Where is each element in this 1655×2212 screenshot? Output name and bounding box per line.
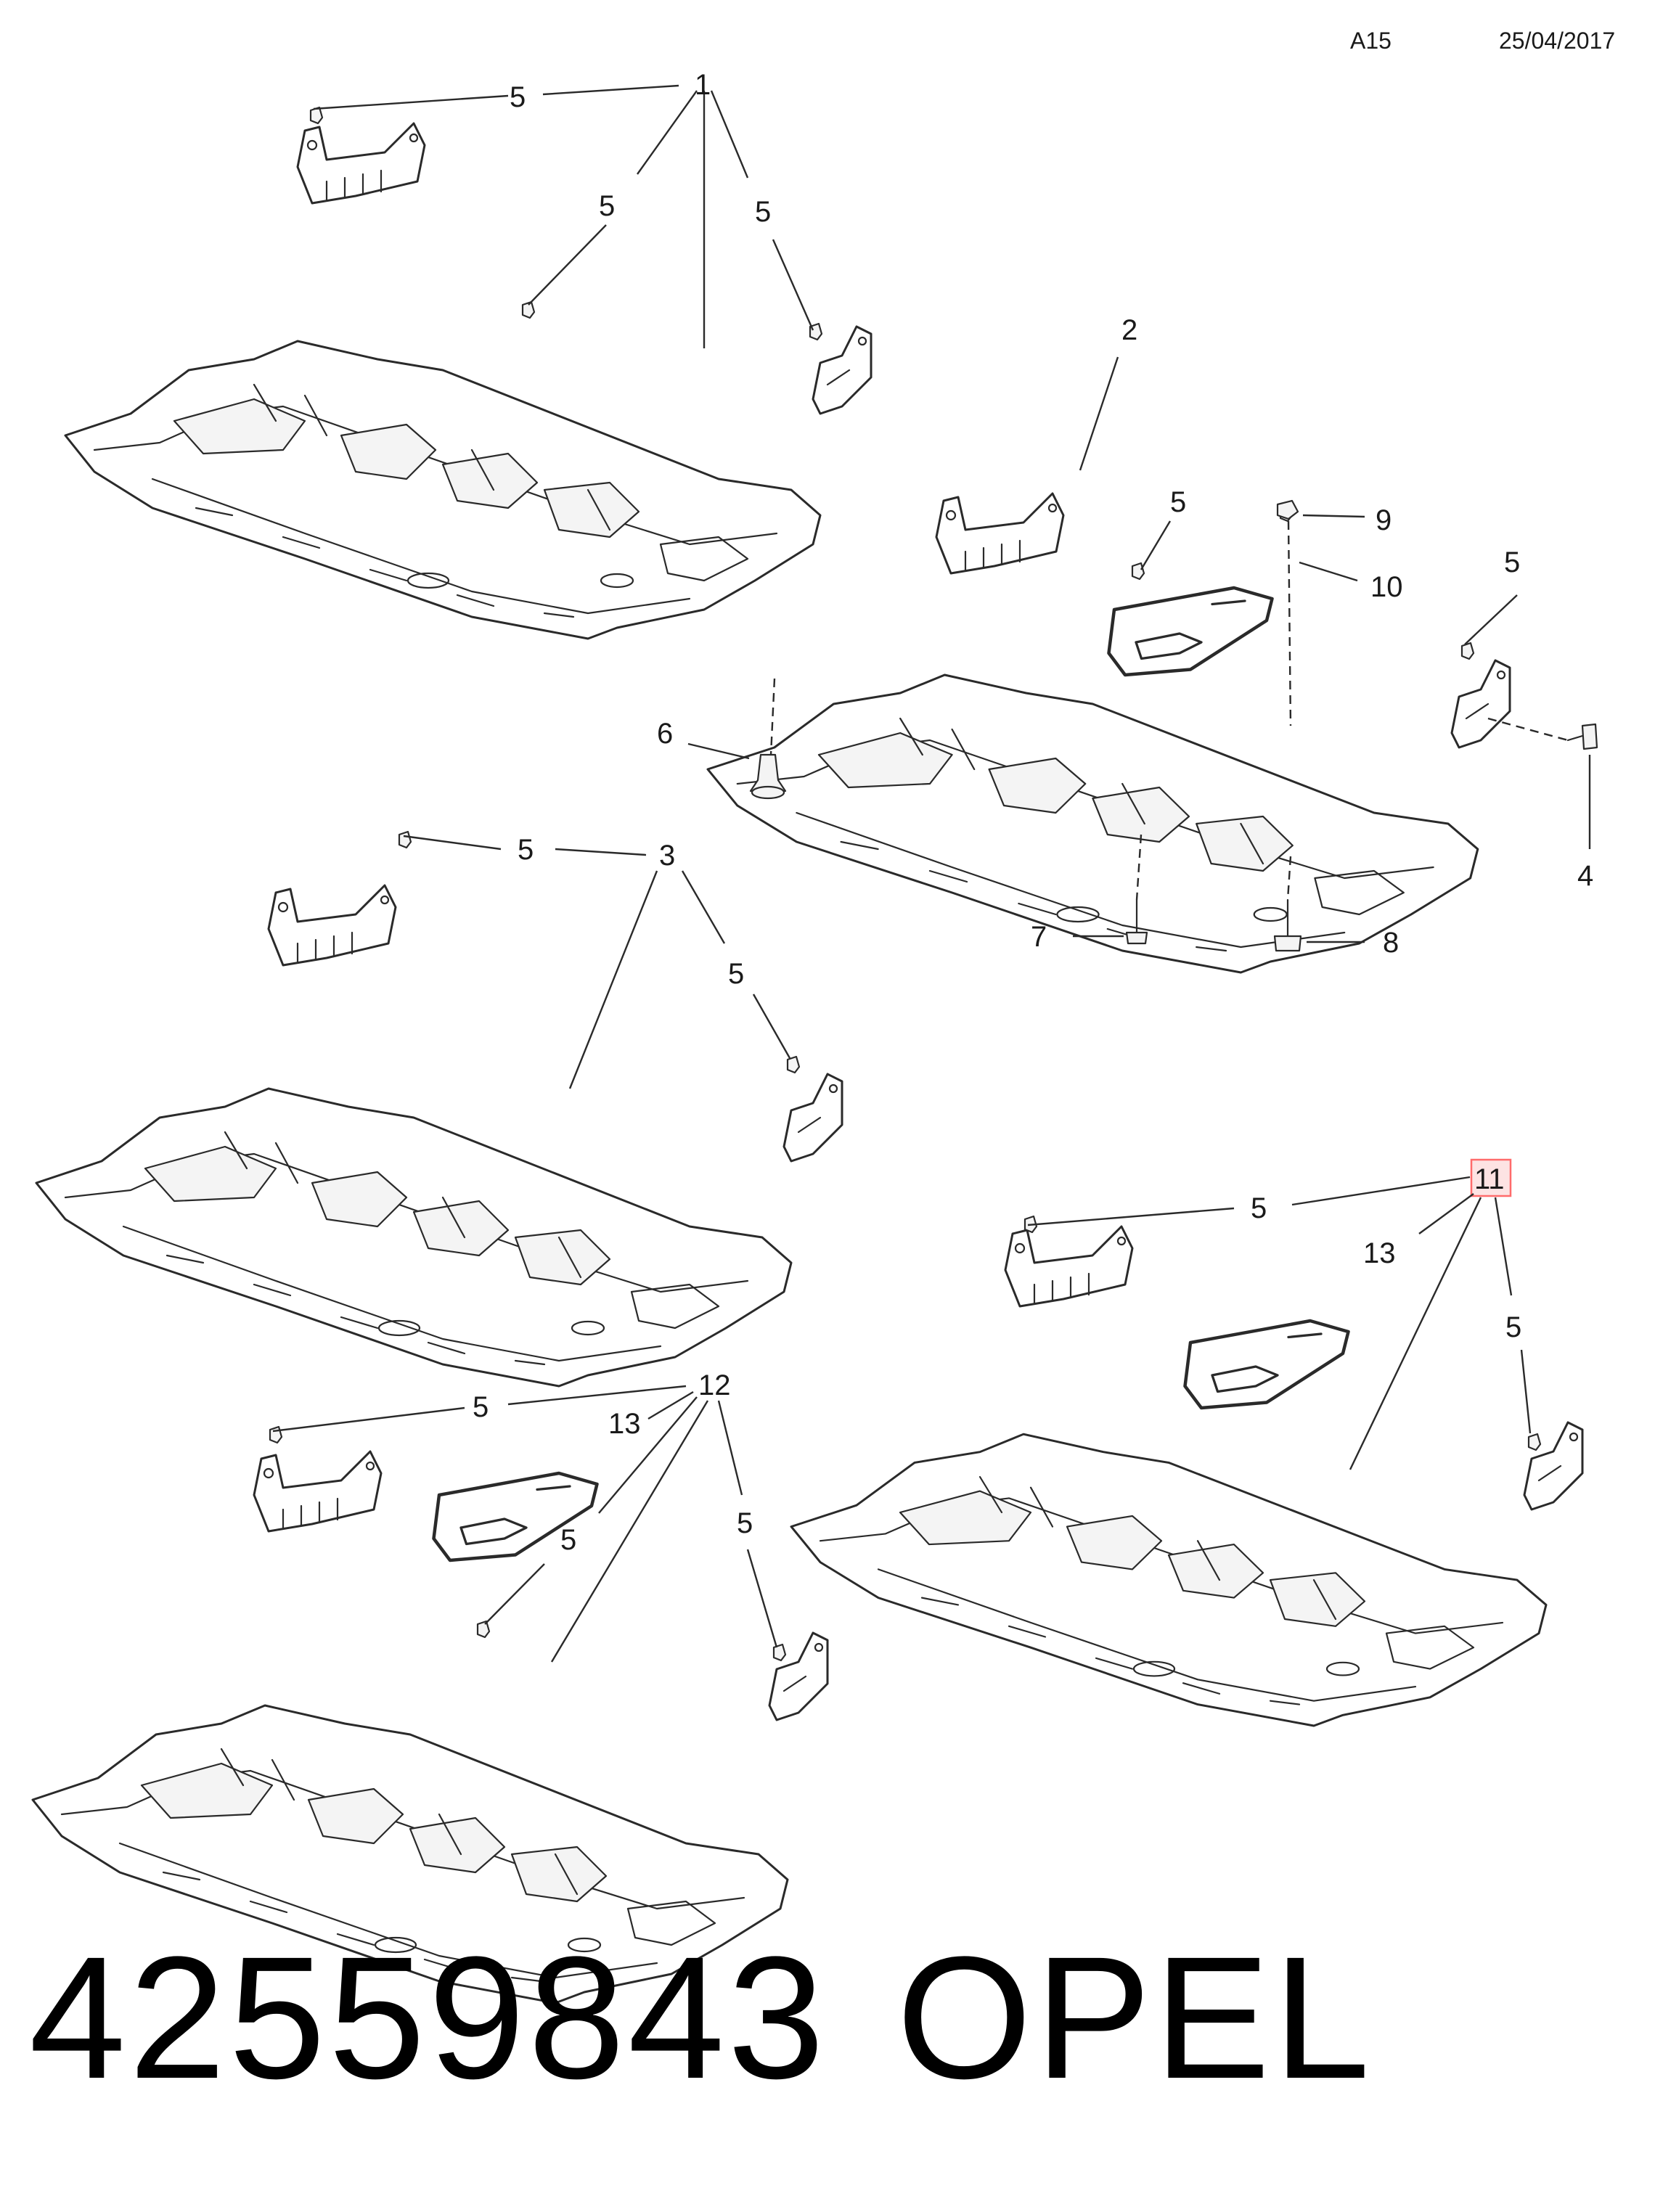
skid-plate-assembly-3 [35,830,843,1388]
callout-5: 5 [1505,1311,1521,1343]
nut-9 [1276,499,1299,520]
brand-name: OPEL [896,1920,1373,2115]
callout-5: 5 [1170,486,1186,518]
callout-5: 5 [510,81,526,113]
callout-7: 7 [1031,921,1047,953]
callout-9: 9 [1376,504,1392,536]
callout-11: 11 [1474,1163,1505,1195]
callout-5: 5 [518,834,534,866]
callout-12: 12 [698,1369,731,1401]
callout-5: 5 [473,1391,489,1423]
skid-plate-assembly-5 [31,1425,829,2004]
push-rivet-6 [749,753,787,800]
callout-13: 13 [608,1408,641,1440]
callout-5: 5 [560,1524,576,1556]
callout-2: 2 [1121,314,1137,346]
page-code: A15 [1350,28,1392,54]
callout-4: 4 [1577,860,1593,892]
callout-5: 5 [737,1507,753,1539]
callout-3: 3 [659,840,675,872]
callout-5: 5 [755,196,771,228]
callout-5: 5 [1251,1192,1267,1224]
skid-plate-assembly-2 [706,492,1511,974]
screw-4 [1566,723,1598,750]
callout-1: 1 [695,69,711,101]
bolt-7 [1125,898,1148,945]
bolt-8 [1273,898,1302,952]
callout-5: 5 [599,190,615,222]
highlight-box-11 [1470,1158,1512,1197]
callout-6: 6 [657,718,673,750]
callout-5: 5 [728,958,744,990]
callout-10: 10 [1370,571,1403,603]
skid-plate-assembly-4 [790,1215,1584,1727]
callout-labels: 5 1 5 5 2 5 9 10 5 6 4 7 8 5 3 5 11 5 13… [473,69,1593,1556]
skid-plate-assembly-1 [64,106,873,640]
part-number: 42559843 [29,1920,828,2115]
callout-13: 13 [1363,1237,1396,1269]
diagram-date: 25/04/2017 [1499,28,1616,54]
callout-5: 5 [1504,546,1520,578]
callout-8: 8 [1383,927,1399,959]
